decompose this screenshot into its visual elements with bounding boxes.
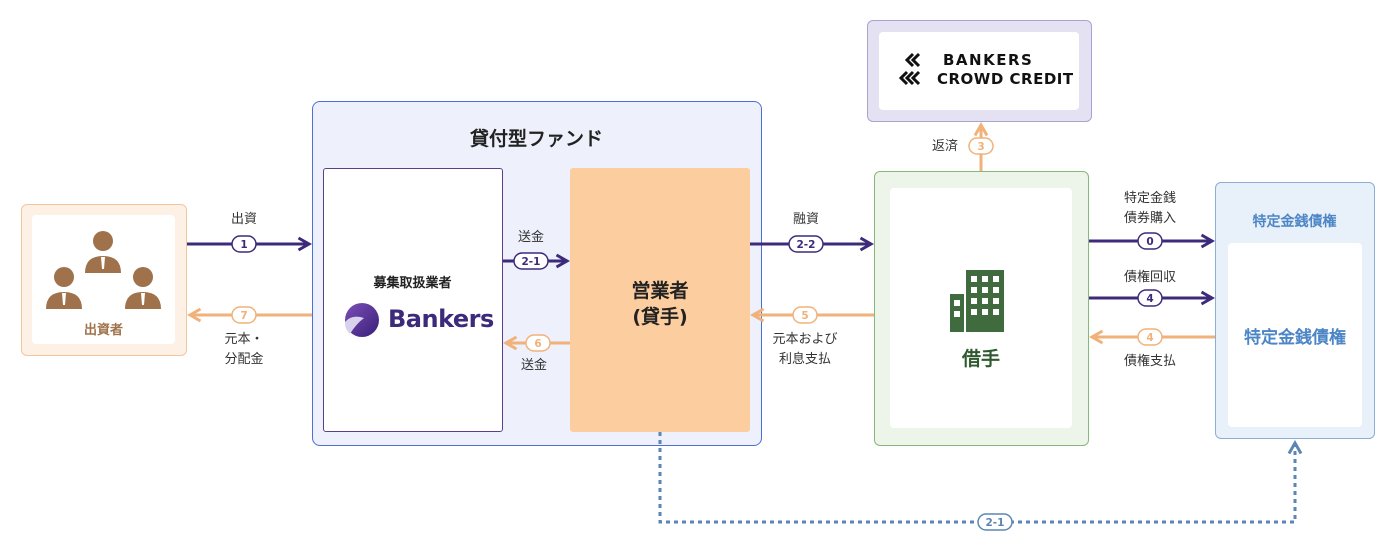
- svg-text:2-2: 2-2: [797, 239, 816, 251]
- label-invest: 出資: [230, 212, 257, 227]
- bcc-line1: BANKERS: [943, 51, 1034, 69]
- claim-box: 特定金銭債権 特定金銭債権: [1215, 182, 1375, 439]
- svg-text:7: 7: [240, 310, 247, 322]
- building-icon: [950, 270, 1004, 332]
- arrow-dotted-2-1: [658, 432, 1303, 524]
- operator-title: 営業者: [631, 280, 689, 302]
- svg-text:4: 4: [1146, 332, 1153, 344]
- bcc-inner: BANKERS CROWD CREDIT: [879, 32, 1079, 110]
- label-collection: 債権回収: [1123, 270, 1176, 285]
- bcc-chevrons-icon: [898, 52, 921, 86]
- badge-invest: 1: [231, 235, 257, 253]
- bankers-logo-icon: [344, 303, 379, 337]
- investors-group-icon: [46, 231, 161, 309]
- recruiter-label: 募集取扱業者: [373, 276, 452, 291]
- label-remit-out: 送金: [520, 358, 547, 373]
- label-principal-distribution-1: 元本・: [224, 332, 264, 347]
- borrower-inner: 借手: [890, 188, 1072, 428]
- label-repay-interest-1: 元本および: [772, 332, 838, 347]
- svg-text:2-1: 2-1: [986, 517, 1005, 529]
- operator-subtitle: (貸手): [632, 306, 688, 328]
- label-claim-payment: 債権支払: [1123, 354, 1176, 369]
- label-repayment: 返済: [931, 139, 958, 154]
- badge-repayment: 3: [968, 137, 994, 155]
- badge-repay-interest: 5: [792, 306, 818, 324]
- svg-text:0: 0: [1146, 236, 1153, 248]
- svg-text:2-1: 2-1: [522, 256, 541, 268]
- label-purchase-2: 債券購入: [1123, 211, 1176, 226]
- label-repay-interest-2: 利息支払: [778, 352, 831, 367]
- badge-purchase: 0: [1137, 232, 1163, 250]
- badge-remit-out: 6: [525, 334, 551, 352]
- borrower-label: 借手: [961, 348, 1000, 370]
- badge-loan: 2-2: [788, 235, 824, 253]
- svg-text:4: 4: [1146, 293, 1153, 305]
- svg-text:3: 3: [977, 141, 984, 153]
- borrower-box: 借手: [874, 171, 1089, 446]
- label-purchase-1: 特定金銭: [1123, 191, 1176, 206]
- badge-remit-in: 2-1: [513, 252, 549, 270]
- label-principal-distribution-2: 分配金: [224, 352, 264, 367]
- svg-text:6: 6: [534, 338, 541, 350]
- operator-box: 営業者 (貸手): [570, 168, 750, 432]
- badge-collection: 4: [1137, 289, 1163, 307]
- recruiter-box: 募集取扱業者 Bankers: [323, 168, 503, 432]
- label-remit-in: 送金: [517, 230, 544, 245]
- claim-label: 特定金銭債権: [1244, 328, 1346, 348]
- recruiter-logo-text: Bankers: [388, 305, 494, 333]
- badge-principal-distribution: 7: [231, 306, 257, 324]
- investor-label: 出資者: [83, 323, 123, 338]
- investor-box: 出資者: [21, 204, 187, 356]
- claim-inner: 特定金銭債権: [1228, 243, 1362, 427]
- label-loan: 融資: [792, 212, 819, 227]
- bcc-line2: CROWD CREDIT: [937, 70, 1074, 88]
- badge-dotted: 2-1: [977, 513, 1013, 531]
- fund-title: 貸付型ファンド: [469, 128, 603, 150]
- bcc-box: BANKERS CROWD CREDIT: [867, 20, 1092, 122]
- svg-text:5: 5: [801, 310, 808, 322]
- svg-text:1: 1: [240, 239, 247, 251]
- badge-claim-payment: 4: [1137, 328, 1163, 346]
- claim-header: 特定金銭債権: [1252, 214, 1337, 230]
- investor-inner: 出資者: [32, 215, 175, 344]
